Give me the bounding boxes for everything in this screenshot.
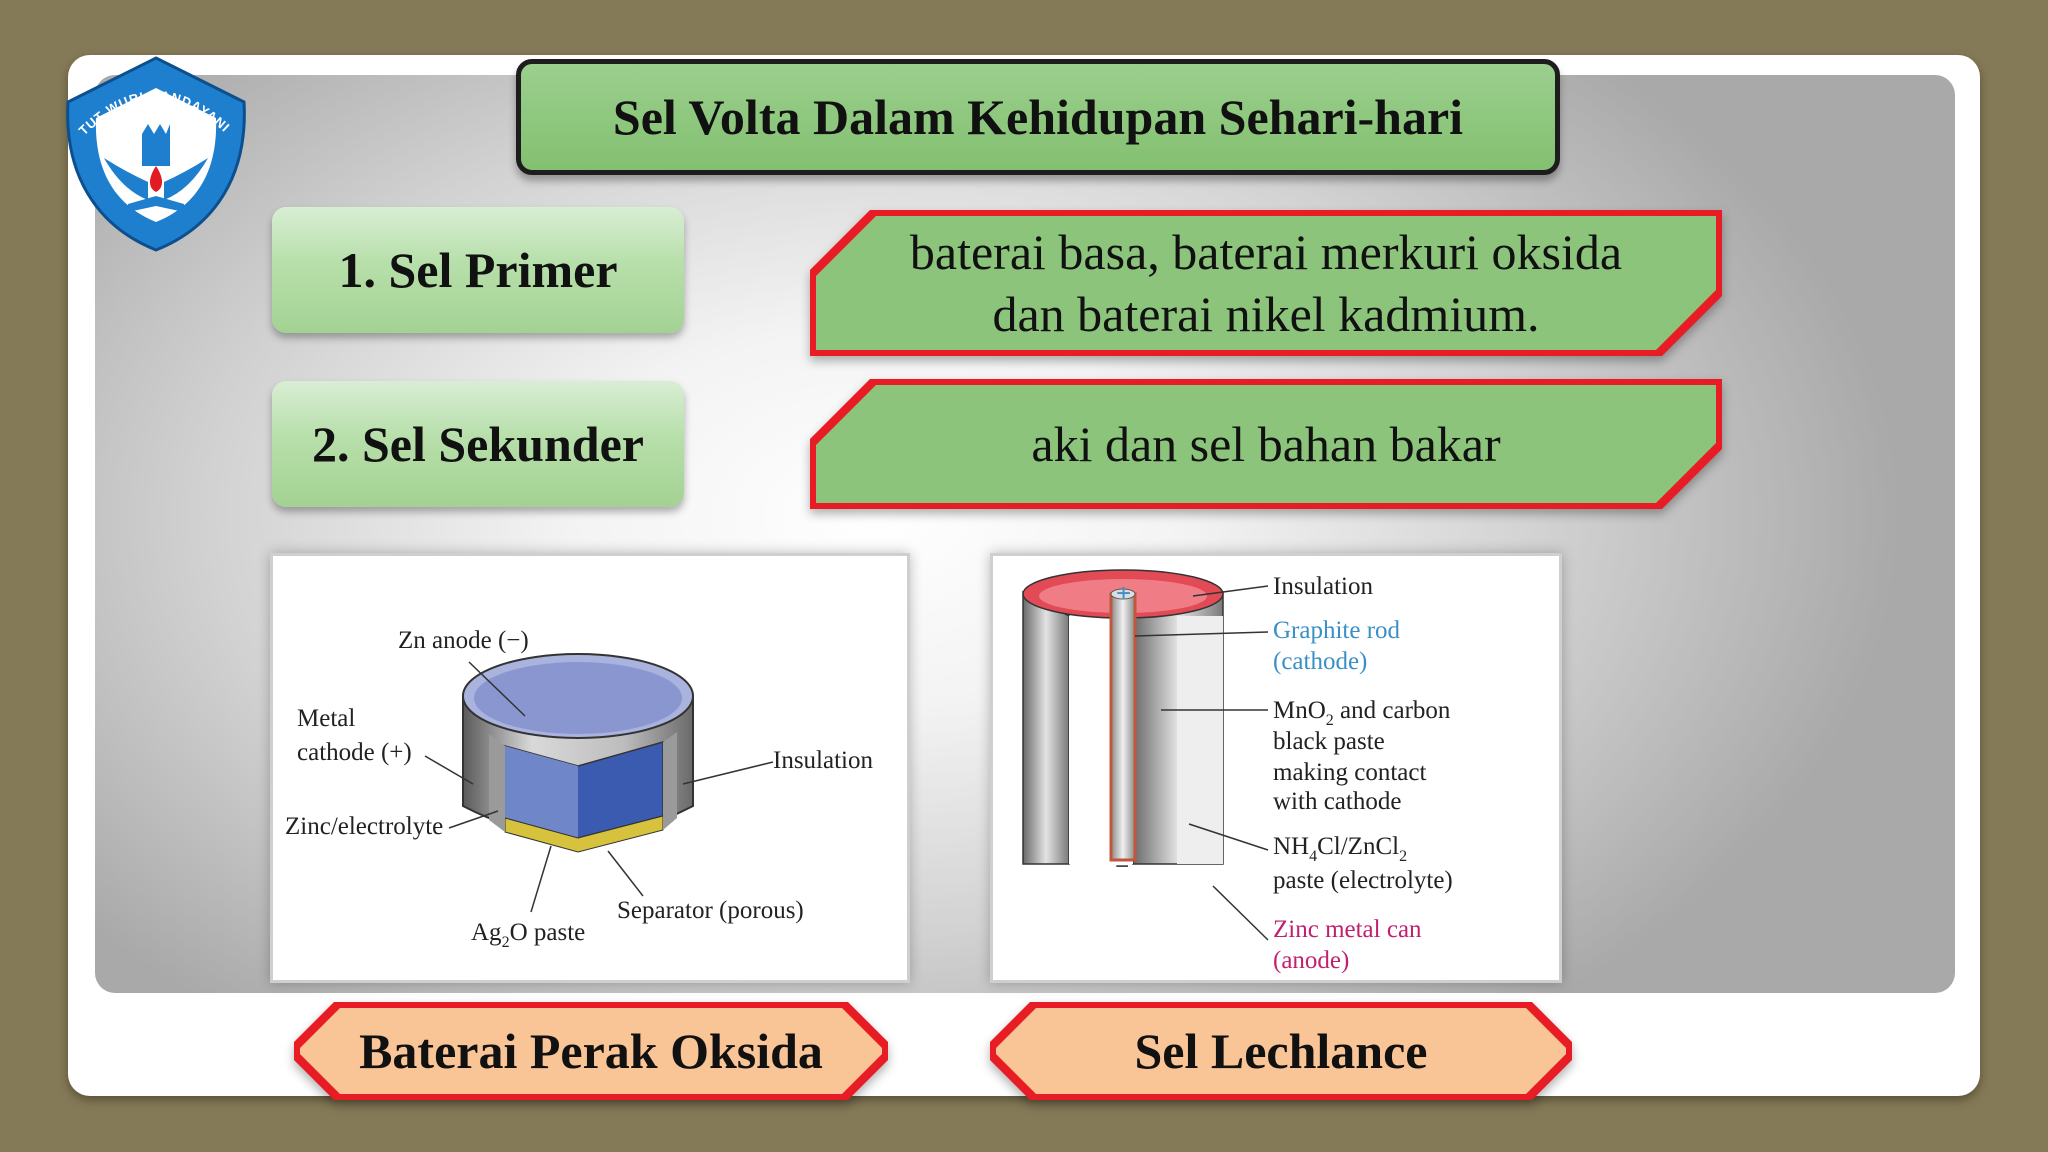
label-zinc-anode: (anode) <box>1273 947 1349 974</box>
label-separator: Separator (porous) <box>617 897 804 924</box>
tut-wuri-handayani-emblem-icon: TUT WURI HANDAYANI <box>66 56 246 252</box>
description-sel-primer: baterai basa, baterai merkuri oksida dan… <box>810 210 1722 356</box>
description-line: aki dan sel bahan bakar <box>1031 415 1501 472</box>
label-insulation: Insulation <box>773 747 873 774</box>
plus-terminal: + <box>1116 578 1131 608</box>
label-cathode: cathode (+) <box>297 739 412 766</box>
label-ag2o-paste: Ag2O paste <box>471 919 585 951</box>
category-sel-primer: 1. Sel Primer <box>272 207 684 333</box>
description-sel-sekunder: aki dan sel bahan bakar <box>810 379 1722 509</box>
label-zn-anode: Zn anode (−) <box>398 627 529 654</box>
figure-silver-oxide-battery: Zn anode (−) Metal cathode (+) Insulatio… <box>270 553 910 983</box>
label-nh4cl: NH4Cl/ZnCl2 <box>1273 833 1407 865</box>
label-graphite-rod: Graphite rod <box>1273 617 1401 644</box>
label-paste-line: with cathode <box>1273 788 1401 815</box>
label-paste-line: making contact <box>1273 759 1426 786</box>
slide-title: Sel Volta Dalam Kehidupan Sehari-hari <box>516 59 1560 175</box>
leclanche-cell-diagram: + − Insulation Graphite rod (cathode) Mn… <box>1022 569 1453 974</box>
label-mno2: MnO2 and carbon <box>1273 697 1451 729</box>
description-line: baterai basa, baterai merkuri oksida <box>909 223 1623 280</box>
description-line: dan baterai nikel kadmium. <box>992 286 1540 342</box>
label-paste-line: black paste <box>1273 728 1385 755</box>
figure-leclanche-cell: + − Insulation Graphite rod (cathode) Mn… <box>990 553 1562 983</box>
label-zinc-can: Zinc metal can <box>1273 916 1422 943</box>
caption-silver-oxide: Baterai Perak Oksida <box>294 1002 888 1100</box>
label-graphite-cathode: (cathode) <box>1273 648 1367 675</box>
label-insulation: Insulation <box>1273 573 1373 600</box>
label-metal: Metal <box>297 705 355 732</box>
label-electrolyte: paste (electrolyte) <box>1273 867 1453 894</box>
category-sel-sekunder: 2. Sel Sekunder <box>272 381 684 507</box>
tut-wuri-handayani-logo: TUT WURI HANDAYANI <box>56 54 256 259</box>
caption-label: Baterai Perak Oksida <box>300 1008 882 1094</box>
caption-label: Sel Lechlance <box>996 1008 1566 1094</box>
minus-terminal: − <box>1115 853 1129 880</box>
caption-leclanche: Sel Lechlance <box>990 1002 1572 1100</box>
label-zinc-electrolyte: Zinc/electrolyte <box>285 813 443 840</box>
silver-oxide-battery-diagram: Zn anode (−) Metal cathode (+) Insulatio… <box>285 627 873 951</box>
